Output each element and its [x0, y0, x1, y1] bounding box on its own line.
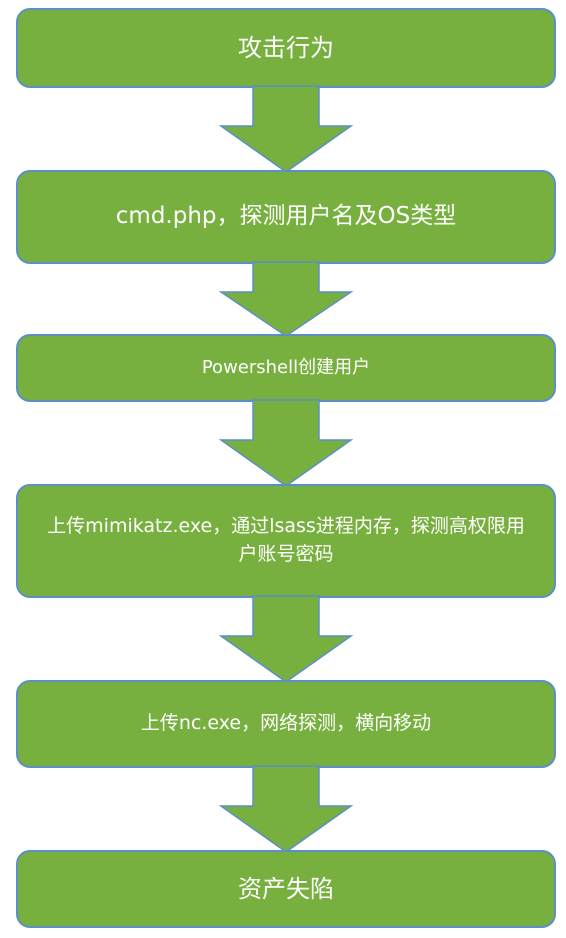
step-label: cmd.php，探测用户名及OS类型	[115, 203, 457, 230]
down-arrow-icon	[218, 85, 354, 173]
step-label: 攻击行为	[238, 33, 334, 62]
down-arrow-icon	[218, 261, 354, 337]
step-asset-compromised: 资产失陷	[16, 850, 556, 928]
step-label: 上传nc.exe，网络探测，横向移动	[140, 712, 432, 735]
down-arrow-icon	[218, 399, 354, 487]
step-cmd-php-probe: cmd.php，探测用户名及OS类型	[16, 170, 556, 264]
step-label: Powershell创建用户	[201, 356, 371, 378]
down-arrow-icon	[218, 765, 354, 853]
step-powershell-create-user: Powershell创建用户	[16, 334, 556, 402]
step-attack-behavior: 攻击行为	[16, 8, 556, 88]
step-nc-lateral-movement: 上传nc.exe，网络探测，横向移动	[16, 680, 556, 768]
down-arrow-icon	[218, 595, 354, 683]
step-mimikatz-upload: 上传mimikatz.exe，通过lsass进程内存，探测高权限用户账号密码	[16, 484, 556, 598]
step-label: 上传mimikatz.exe，通过lsass进程内存，探测高权限用户账号密码	[47, 515, 525, 565]
step-label: 资产失陷	[238, 874, 334, 903]
